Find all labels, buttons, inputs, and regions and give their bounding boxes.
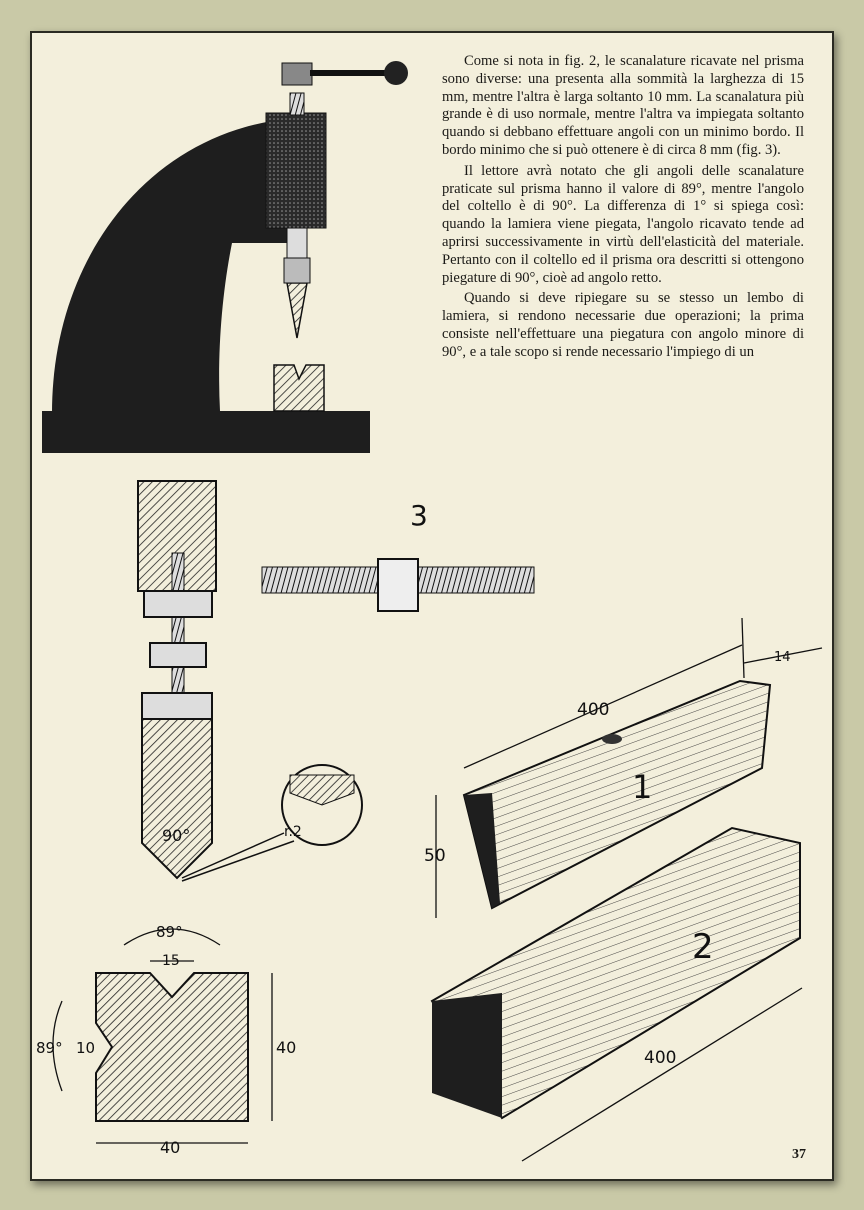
paragraph-2: Il lettore avrà notato che gli angoli de… xyxy=(442,162,804,286)
paragraph-1: Come si nota in fig. 2, le scanalature r… xyxy=(442,53,804,158)
prism-2: 2 400 xyxy=(430,826,803,1162)
dim-height-50: 50 xyxy=(424,846,446,866)
fig3-label: 3 xyxy=(410,499,428,532)
page-frame: 90° r.2 3 1 400 14 50 xyxy=(30,31,834,1181)
prism-height: 40 xyxy=(276,1038,296,1057)
dim-top-14: 14 xyxy=(774,650,791,665)
dim-top-400: 400 xyxy=(577,700,609,720)
dim-bottom-400: 400 xyxy=(644,1048,676,1068)
prism-angle-top: 89° xyxy=(156,923,183,941)
prism-cross-section: 89° 15 89° 10 40 40 xyxy=(36,923,296,1157)
knife-drawing: 90° r.2 xyxy=(137,480,363,882)
fig3-bolt: 3 xyxy=(261,499,535,612)
prism-1: 1 400 14 50 xyxy=(424,617,823,918)
page-number: 37 xyxy=(792,1147,806,1162)
technical-illustration: 90° r.2 3 1 400 14 50 xyxy=(36,61,823,1162)
article-text: Come si nota in fig. 2, le scanalature r… xyxy=(442,53,804,365)
paragraph-3: Quando si deve ripiegare su se stesso un… xyxy=(442,290,804,360)
knife-angle-label: 90° xyxy=(162,826,190,845)
fig1-label: 1 xyxy=(632,768,652,806)
fig2-label: 2 xyxy=(692,927,714,967)
prism-width-top: 15 xyxy=(162,953,180,969)
prism-width: 40 xyxy=(160,1138,180,1157)
press-drawing xyxy=(42,61,408,453)
prism-width-side: 10 xyxy=(76,1039,95,1057)
prism-angle-side: 89° xyxy=(36,1039,63,1057)
radius-label: r.2 xyxy=(284,824,302,840)
